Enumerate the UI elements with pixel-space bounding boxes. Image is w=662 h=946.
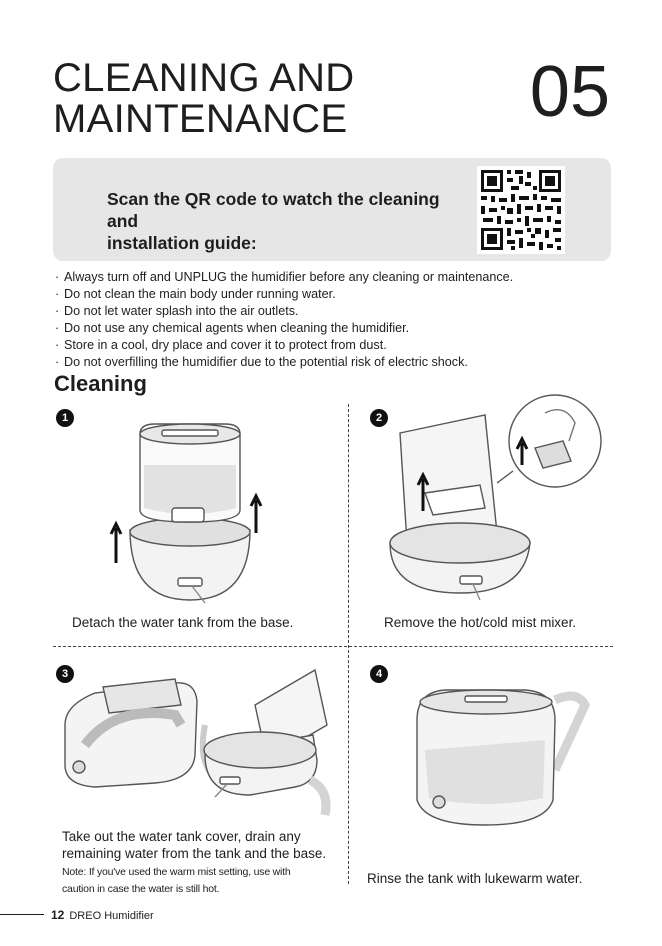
warning-list: ·Always turn off and UNPLUG the humidifi… xyxy=(55,269,513,371)
horizontal-divider xyxy=(53,646,613,647)
qr-code-icon[interactable] xyxy=(477,166,565,254)
warning-item: ·Store in a cool, dry place and cover it… xyxy=(55,338,387,352)
title-line-2: MAINTENANCE xyxy=(53,97,348,141)
warning-item: ·Do not use any chemical agents when cle… xyxy=(55,321,410,335)
step-4-caption: Rinse the tank with lukewarm water. xyxy=(367,871,583,886)
vertical-divider xyxy=(348,404,349,884)
qr-instruction: Scan the QR code to watch the cleaning a… xyxy=(107,188,467,254)
qr-instruction-line-1: Scan the QR code to watch the cleaning a… xyxy=(107,189,440,231)
step-3-number: 3 xyxy=(56,665,74,683)
remove-mixer-illustration xyxy=(389,394,602,601)
step-3-caption-line-2: remaining water from the tank and the ba… xyxy=(62,846,327,861)
warning-item: ·Do not overfilling the humidifier due t… xyxy=(55,355,468,369)
qr-panel: Scan the QR code to watch the cleaning a… xyxy=(53,158,611,261)
step-3-caption: Take out the water tank cover, drain any… xyxy=(62,828,326,896)
warning-item: ·Always turn off and UNPLUG the humidifi… xyxy=(55,270,514,284)
qr-instruction-line-2: installation guide: xyxy=(107,233,257,253)
section-title: Cleaning xyxy=(54,371,147,396)
footer-rule xyxy=(0,914,44,915)
step-4-number: 4 xyxy=(370,665,388,683)
footer-product: DREO Humidifier xyxy=(69,910,154,922)
detach-tank-illustration xyxy=(109,423,263,604)
page-number: 12 xyxy=(51,908,65,922)
step-1-number: 1 xyxy=(56,409,74,427)
footer: 12 DREO Humidifier xyxy=(51,908,154,922)
warning-item: ·Do not let water splash into the air ou… xyxy=(55,304,299,318)
page-title: CLEANING AND MAINTENANCE xyxy=(53,58,413,140)
chapter-number: 05 xyxy=(529,52,610,132)
step-3-note-line-2: caution in case the water is still hot. xyxy=(62,883,220,895)
title-line-1: CLEANING AND xyxy=(53,56,355,100)
warning-item: ·Do not clean the main body under runnin… xyxy=(55,287,336,301)
step-3-caption-line-1: Take out the water tank cover, drain any xyxy=(62,829,301,844)
step-3-note-line-1: Note: If you've used the warm mist setti… xyxy=(62,866,291,878)
step-1-caption: Detach the water tank from the base. xyxy=(72,615,294,630)
rinse-tank-illustration xyxy=(416,689,590,826)
step-2-caption: Remove the hot/cold mist mixer. xyxy=(384,615,577,630)
step-2-number: 2 xyxy=(370,409,388,427)
drain-tank-illustration xyxy=(64,668,331,816)
